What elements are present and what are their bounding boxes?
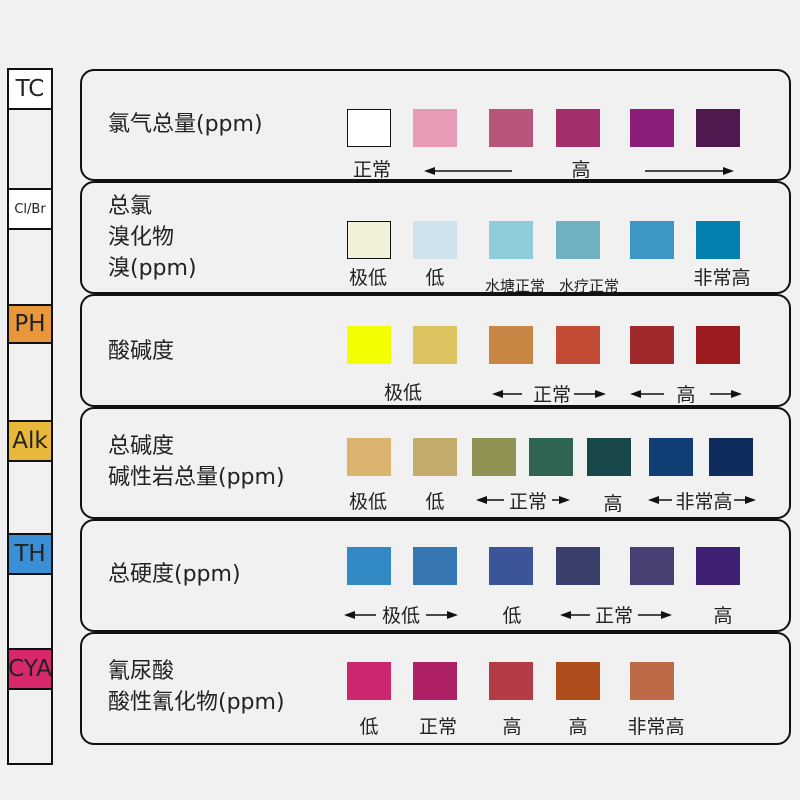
- color-swatch: [413, 326, 457, 364]
- left-arrow-icon: [424, 167, 512, 175]
- scale-label: 正常: [352, 159, 392, 181]
- color-swatch: [472, 438, 516, 476]
- panel-title: 氯气总量(ppm): [108, 112, 263, 137]
- color-swatch: [630, 547, 674, 585]
- scale-label: 极低: [383, 382, 423, 404]
- scale-label: 低: [502, 605, 522, 627]
- right-arrow-icon: [574, 390, 606, 398]
- pad-label: TC: [15, 76, 45, 102]
- color-swatch: [413, 662, 457, 700]
- right-arrow-icon: [734, 496, 756, 504]
- alkalinity-panel: 总碱度 碱性岩总量(ppm) 极低 低 正常 高 非常高: [80, 407, 791, 519]
- scale-label: 极低: [348, 267, 388, 289]
- color-swatch: [630, 109, 674, 147]
- color-swatch: [649, 438, 693, 476]
- cl-br-pad: Cl/Br: [7, 188, 53, 230]
- scale-label: 正常: [508, 491, 548, 513]
- color-swatch: [696, 326, 740, 364]
- scale-label: 低: [359, 716, 379, 738]
- right-arrow-icon: [552, 496, 570, 504]
- pad-label: TH: [14, 541, 46, 567]
- color-swatch: [696, 221, 740, 259]
- hardness-panel: 总硬度(ppm) 极低 低 正常 高: [80, 519, 791, 632]
- right-arrow-icon: [645, 167, 734, 175]
- right-arrow-icon: [710, 390, 742, 398]
- panel-title: 氰尿酸 酸性氰化物(ppm): [108, 659, 285, 715]
- alk-pad: Alk: [7, 420, 53, 462]
- left-arrow-icon: [476, 496, 504, 504]
- panel-title: 总硬度(ppm): [108, 562, 241, 587]
- color-swatch: [587, 438, 631, 476]
- color-swatch: [413, 438, 457, 476]
- color-swatch: [347, 547, 391, 585]
- scale-label: 高: [502, 716, 522, 738]
- scale-label: 正常: [594, 605, 634, 627]
- color-swatch: [413, 547, 457, 585]
- cyanuric-acid-panel: 氰尿酸 酸性氰化物(ppm) 低 正常 高 高 非常高: [80, 632, 791, 745]
- panel-title: 酸碱度: [108, 339, 175, 364]
- left-arrow-icon: [560, 611, 590, 619]
- color-swatch: [489, 109, 533, 147]
- color-swatch: [489, 221, 533, 259]
- panel-title: 总碱度 碱性岩总量(ppm): [108, 434, 285, 490]
- scale-label: 正常: [532, 384, 572, 406]
- pad-label: Cl/Br: [14, 201, 46, 217]
- scale-label: 低: [425, 267, 445, 289]
- color-swatch: [413, 109, 457, 147]
- scale-label: 正常: [418, 716, 458, 738]
- tc-pad: TC: [7, 68, 53, 110]
- scale-label: 非常高: [627, 716, 685, 738]
- left-arrow-icon: [344, 611, 376, 619]
- color-swatch: [556, 326, 600, 364]
- panel-title: 总氯 溴化物 溴(ppm): [108, 194, 197, 281]
- scale-label: 高: [571, 159, 591, 181]
- color-swatch: [347, 662, 391, 700]
- color-swatch: [489, 326, 533, 364]
- total-chlorine-panel: 氯气总量(ppm) 正常 高: [80, 69, 791, 181]
- left-arrow-icon: [648, 496, 672, 504]
- scale-label: 高: [568, 716, 588, 738]
- left-arrow-icon: [630, 390, 664, 398]
- color-swatch: [556, 109, 600, 147]
- color-swatch: [630, 221, 674, 259]
- ph-panel: 酸碱度极低 正常 高: [80, 294, 791, 407]
- right-arrow-icon: [426, 611, 458, 619]
- bromine-panel: 总氯 溴化物 溴(ppm) 极低 低 水塘正常水疗正常 非常高: [80, 181, 791, 295]
- scale-label: 高: [603, 493, 623, 515]
- color-swatch: [556, 221, 600, 259]
- cya-pad: CYA: [7, 648, 53, 690]
- color-swatch: [556, 662, 600, 700]
- scale-label: 极低: [381, 605, 421, 627]
- color-swatch: [347, 326, 391, 364]
- scale-label: 低: [425, 491, 445, 513]
- left-arrow-icon: [492, 390, 522, 398]
- color-swatch: [413, 221, 457, 259]
- scale-label: 水疗正常: [558, 277, 620, 295]
- scale-label: 极低: [348, 491, 388, 513]
- right-arrow-icon: [638, 611, 672, 619]
- color-swatch: [630, 662, 674, 700]
- th-pad: TH: [7, 533, 53, 575]
- color-swatch: [347, 109, 391, 147]
- color-swatch: [696, 547, 740, 585]
- pad-label: PH: [14, 311, 46, 337]
- color-swatch: [556, 547, 600, 585]
- scale-label: 水塘正常: [484, 277, 546, 295]
- pad-label: Alk: [12, 428, 48, 454]
- color-swatch: [489, 662, 533, 700]
- color-swatch: [696, 109, 740, 147]
- color-swatch: [347, 221, 391, 259]
- scale-label: 非常高: [675, 491, 733, 513]
- scale-label: 非常高: [693, 267, 751, 289]
- color-swatch: [630, 326, 674, 364]
- scale-label: 高: [676, 384, 696, 406]
- scale-label: 高: [713, 605, 733, 627]
- color-swatch: [709, 438, 753, 476]
- color-swatch: [347, 438, 391, 476]
- ph-pad: PH: [7, 304, 53, 344]
- pad-label: CYA: [8, 656, 52, 682]
- color-swatch: [489, 547, 533, 585]
- color-swatch: [529, 438, 573, 476]
